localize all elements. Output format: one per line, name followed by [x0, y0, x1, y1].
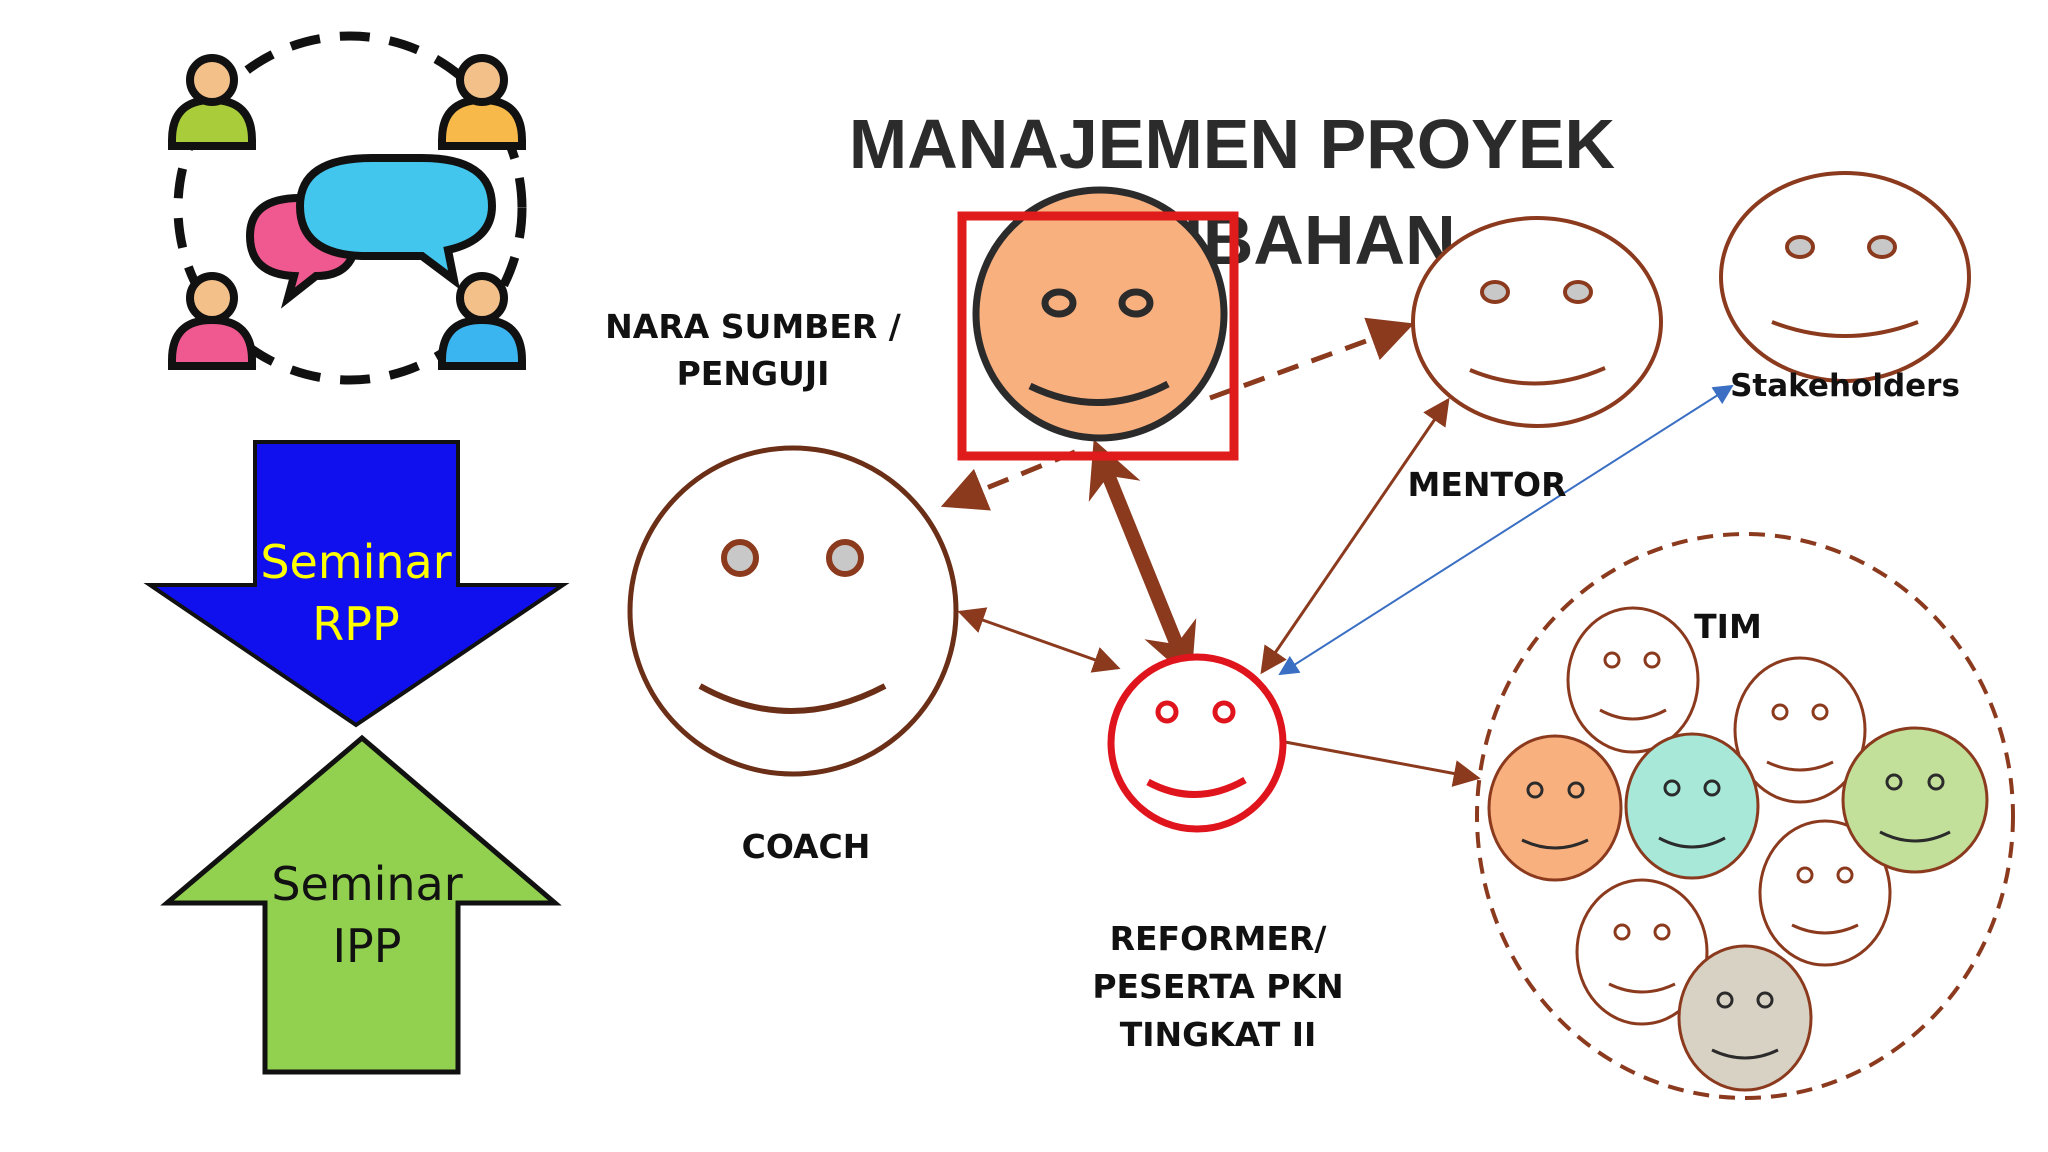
seminar-rpp-label-1: Seminar [260, 535, 451, 589]
tim-group [1475, 532, 2015, 1100]
label-reformer-2: PESERTA PKN [1092, 967, 1343, 1006]
connector-penguji-reformer [1088, 439, 1197, 681]
connector-mentor-reformer [1260, 397, 1450, 675]
speech-bubbles-icon [245, 154, 497, 309]
group-discussion-icon [168, 31, 527, 385]
connector-penguji-mentor [1209, 317, 1415, 401]
tim-face-teal [1624, 732, 1760, 880]
penguji-face [972, 186, 1228, 442]
person-orange-icon [438, 54, 526, 150]
label-nara-sumber-2: PENGUJI [677, 354, 830, 393]
seminar-rpp-down-arrow: Seminar RPP [143, 440, 570, 728]
person-green-icon [168, 54, 256, 150]
title-line-1: MANAJEMEN PROYEK [849, 105, 1615, 183]
seminar-ipp-label-2: IPP [332, 919, 401, 973]
tim-face-4 [1575, 878, 1709, 1026]
tim-face-2 [1733, 656, 1867, 804]
reformer-face [1107, 653, 1287, 833]
connectors [940, 317, 1734, 787]
label-tim: TIM [1694, 607, 1762, 646]
connector-stakeholders-reformer [1278, 384, 1734, 676]
stakeholders-face [1719, 171, 1971, 383]
label-stakeholders: Stakeholders [1730, 368, 1960, 404]
tim-face-grey [1677, 944, 1813, 1092]
seminar-rpp-label-2: RPP [312, 597, 399, 651]
person-blue-icon [438, 272, 526, 370]
mentor-face [1411, 216, 1663, 428]
label-coach: COACH [742, 827, 871, 866]
tim-face-1 [1566, 606, 1700, 754]
tim-face-orange [1487, 734, 1623, 882]
seminar-ipp-label-1: Seminar [271, 857, 462, 911]
label-reformer-1: REFORMER/ [1110, 919, 1328, 958]
label-mentor: MENTOR [1408, 465, 1567, 504]
connector-reformer-tim [1284, 740, 1481, 787]
highlight-box [957, 211, 1239, 461]
tim-face-green [1841, 726, 1989, 874]
person-pink-icon [168, 272, 256, 370]
seminar-ipp-up-arrow: Seminar IPP [160, 734, 562, 1075]
tim-face-3 [1758, 819, 1892, 967]
connector-penguji-coach [940, 449, 1076, 511]
connector-coach-reformer [957, 607, 1121, 673]
label-reformer-3: TINGKAT II [1120, 1015, 1317, 1054]
coach-face [627, 445, 959, 777]
labels: NARA SUMBER / PENGUJI COACH MENTOR Stake… [605, 307, 1960, 1054]
label-nara-sumber-1: NARA SUMBER / [605, 307, 902, 346]
